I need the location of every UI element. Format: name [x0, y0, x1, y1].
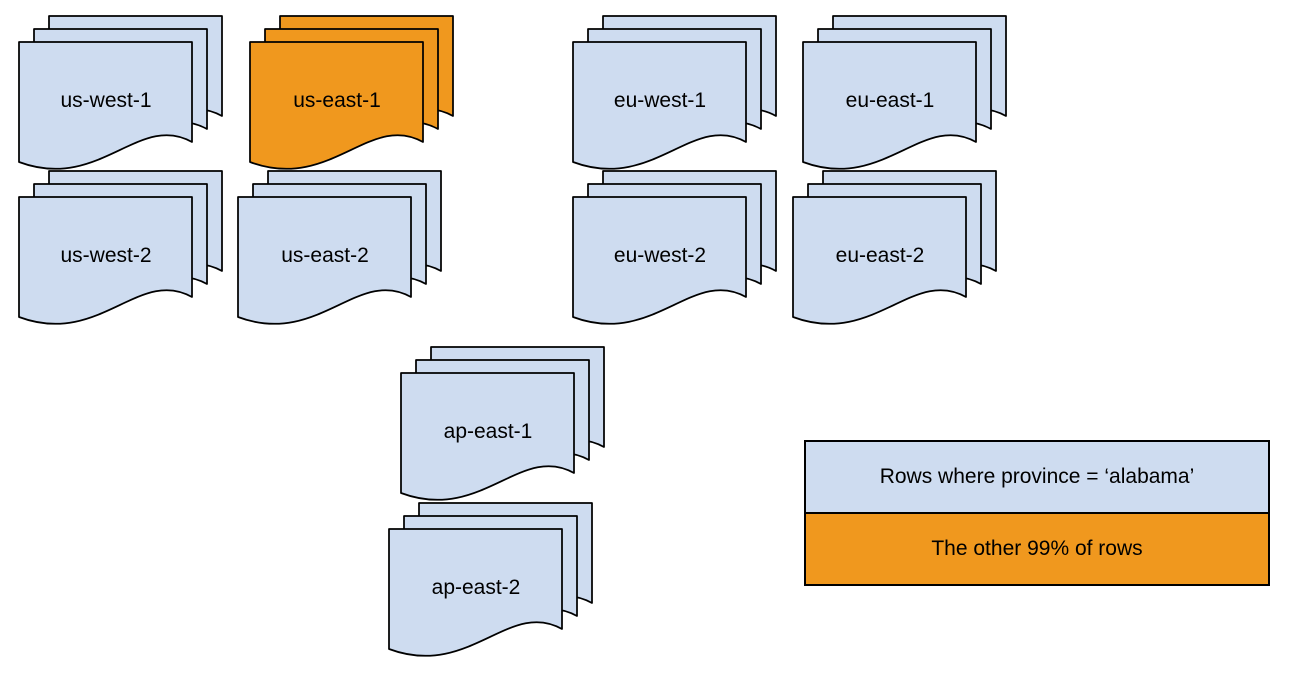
- region-stack-ap-east-2: ap-east-2: [388, 502, 594, 662]
- region-stack-us-east-1: us-east-1: [249, 15, 455, 175]
- region-label: us-east-2: [281, 244, 369, 267]
- document-stack-icon: eu-west-2: [572, 170, 777, 325]
- legend: Rows where province = ‘alabama’ The othe…: [804, 440, 1270, 586]
- region-label: eu-west-2: [614, 244, 706, 267]
- region-label: us-west-1: [60, 89, 151, 112]
- document-stack-icon: eu-east-2: [792, 170, 997, 325]
- region-label: eu-east-1: [846, 89, 935, 112]
- document-shape-front: [400, 372, 575, 501]
- region-label: us-west-2: [60, 244, 151, 267]
- region-label: us-east-1: [293, 89, 381, 112]
- document-stack-icon: us-east-1: [249, 15, 454, 170]
- legend-item-label: Rows where province = ‘alabama’: [879, 465, 1195, 488]
- region-stack-us-west-2: us-west-2: [18, 170, 224, 330]
- region-label: ap-east-1: [444, 420, 533, 443]
- region-stack-ap-east-1: ap-east-1: [400, 346, 606, 506]
- document-shape-front: [802, 41, 977, 170]
- document-shape-front: [18, 41, 193, 170]
- region-stack-eu-east-1: eu-east-1: [802, 15, 1008, 175]
- document-shape-front: [18, 196, 193, 325]
- region-stack-us-west-1: us-west-1: [18, 15, 224, 175]
- region-stack-eu-west-2: eu-west-2: [572, 170, 778, 330]
- document-shape-front: [237, 196, 412, 325]
- legend-item-other-rows: The other 99% of rows: [806, 512, 1268, 584]
- document-stack-icon: us-west-1: [18, 15, 223, 170]
- region-label: ap-east-2: [432, 576, 521, 599]
- region-label: eu-east-2: [836, 244, 925, 267]
- document-shape-front: [388, 528, 563, 657]
- document-stack-icon: eu-east-1: [802, 15, 1007, 170]
- legend-item-label: The other 99% of rows: [931, 537, 1143, 560]
- document-stack-icon: us-east-2: [237, 170, 442, 325]
- region-stack-us-east-2: us-east-2: [237, 170, 443, 330]
- document-shape-front: [572, 41, 747, 170]
- document-stack-icon: eu-west-1: [572, 15, 777, 170]
- document-shape-front: [792, 196, 967, 325]
- region-stack-eu-east-2: eu-east-2: [792, 170, 998, 330]
- document-shape-front: [249, 41, 424, 170]
- document-stack-icon: ap-east-1: [400, 346, 605, 501]
- document-stack-icon: us-west-2: [18, 170, 223, 325]
- legend-item-alabama-rows: Rows where province = ‘alabama’: [806, 442, 1268, 512]
- document-stack-icon: ap-east-2: [388, 502, 593, 657]
- document-shape-front: [572, 196, 747, 325]
- region-label: eu-west-1: [614, 89, 706, 112]
- region-stack-eu-west-1: eu-west-1: [572, 15, 778, 175]
